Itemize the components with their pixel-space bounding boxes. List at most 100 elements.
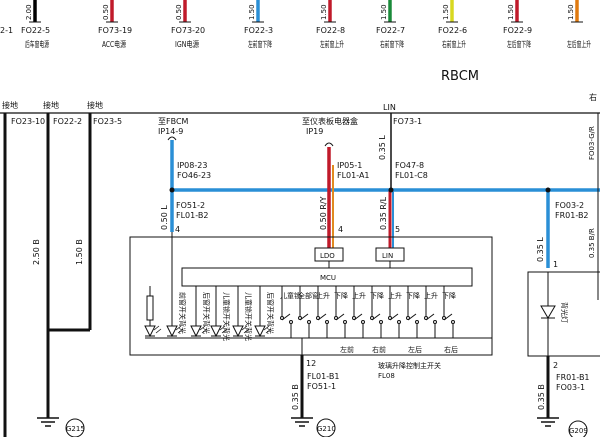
- switch-contact-8: 下降: [406, 286, 420, 338]
- switch-contact-10: 下降: [442, 286, 456, 338]
- top-wire-9: 1.50 左后窗上升: [567, 0, 591, 49]
- ground-symbol-g215: [37, 417, 85, 437]
- backlight-label: 背光灯: [560, 302, 569, 323]
- right-code-4: FO03-1: [556, 383, 585, 392]
- top-wire-spec: 1.50: [248, 4, 256, 20]
- top-wire-label: 右前窗上升: [442, 39, 466, 49]
- backlight-led: [540, 272, 556, 356]
- bottom-code-2: FO51-1: [307, 382, 336, 391]
- ldo-label: LDO: [320, 252, 335, 260]
- lin-top-label: LIN: [383, 103, 396, 112]
- ground-symbol-g209: [537, 417, 588, 437]
- top-wire-spec: 1.50: [442, 4, 450, 20]
- lin-code-2: FO47-8: [395, 161, 424, 170]
- top-wire-code: FO22-5: [21, 26, 50, 35]
- ground-label-2: 接地: [43, 100, 59, 110]
- switch-bottom-label: 右前: [372, 345, 386, 354]
- switch-contact-label: 上升: [424, 291, 438, 300]
- right-pin-2: 2: [553, 361, 558, 370]
- ground-g209-label: G209: [569, 427, 588, 435]
- switch-resistor: [146, 295, 154, 321]
- mcu-box: [181, 267, 473, 287]
- top-wire-code: FO22-9: [503, 26, 532, 35]
- switch-contact-label: 下降: [334, 291, 348, 300]
- switch-contact-label: 下降: [370, 291, 384, 300]
- switch-contact-label: 上升: [316, 291, 330, 300]
- top-wire-label: 左前窗下降: [248, 39, 272, 49]
- dash-title: 至仪表板电器盒: [302, 116, 358, 126]
- right-device-box: [527, 271, 600, 357]
- fbcm-arrow: [167, 136, 177, 141]
- junction-lin: [388, 187, 394, 193]
- window-switch-box: [129, 236, 493, 356]
- ground-connector-3: FO23-5: [93, 117, 122, 126]
- switch-bottom-label: 右后: [444, 345, 458, 354]
- switch-vert-label: 后窗开关背光: [202, 292, 211, 334]
- switch-name: 玻璃升降控制主开关: [378, 361, 441, 370]
- lin-box-label: LIN: [382, 252, 393, 260]
- switch-pin-bottom: 12: [306, 359, 316, 368]
- dash-code-1: IP05-1: [337, 161, 362, 170]
- switch-contact-5: 上升: [352, 286, 366, 338]
- left-branch-spec: 0.50 L: [160, 205, 169, 230]
- ground-g215-label: G215: [66, 425, 85, 433]
- switch-code: FL08: [378, 372, 395, 380]
- switch-contact-label: 下降: [406, 291, 420, 300]
- partial-right-spec: 0.35 B/R: [588, 228, 596, 258]
- switch-contact-4: 下降: [334, 286, 348, 338]
- ground-label-3: 接地: [87, 100, 103, 110]
- fbcm-connector: IP14-9: [158, 127, 183, 136]
- junction-right: [545, 187, 551, 193]
- top-wire-label: 左前窗上升: [320, 39, 344, 49]
- top-wire-label: 左后窗下降: [507, 39, 531, 49]
- top-wire-label: 右前窗下降: [380, 39, 404, 49]
- right-code-2: FR01-B2: [555, 211, 589, 220]
- lin-wire-spec: 0.35 R/L: [379, 196, 388, 230]
- top-wire-group: 2.00FO22-5后车窗电源0.50FO73-19ACC电源0.50FO73-…: [21, 0, 591, 49]
- switch-contact-label: 上升: [352, 291, 366, 300]
- switch-vert-label: 前窗开关背光: [178, 292, 187, 334]
- switch-vert-label: 后窗开关背光: [266, 292, 275, 334]
- top-wire-spec: 1.50: [567, 4, 575, 20]
- right-pin-1: 1: [553, 260, 558, 269]
- switch-led-3: [190, 286, 208, 338]
- bottom-code-1: FL01-B1: [307, 372, 339, 381]
- top-wire-code: FO73-20: [171, 26, 205, 35]
- top-wire-label: 左后窗上升: [567, 39, 591, 49]
- switch-contact-9: 上升: [424, 286, 438, 338]
- partial-right-label: 右: [589, 92, 597, 102]
- ground-connector-2: FO22-2: [53, 117, 82, 126]
- switch-internals: 前窗开关背光后窗开关背光儿童锁开关背光儿童锁开关背光后窗开关背光儿童锁全部窗上升…: [144, 232, 492, 355]
- switch-bottom-label: 左后: [408, 345, 422, 354]
- switch-contact-label: 上升: [388, 291, 402, 300]
- top-wire-label: 后车窗电源: [25, 39, 49, 49]
- ground-label-1: 接地: [2, 100, 18, 110]
- switch-contact-7: 上升: [388, 286, 402, 338]
- switch-contact-label: 儿童锁: [280, 291, 301, 300]
- switch-vert-label: 儿童锁开关背光: [244, 292, 253, 341]
- top-wire-code: FO22-7: [376, 26, 405, 35]
- top-wire-spec: 0.50: [175, 4, 183, 20]
- switch-vert-label: 儿童锁开关背光: [222, 292, 231, 341]
- ground-connector-1: FO23-10: [11, 117, 45, 126]
- left-branch-code-1: FO51-2: [176, 201, 205, 210]
- partial-top-left: 2-1: [0, 26, 13, 35]
- lin-connector-code: FO73-1: [393, 117, 422, 126]
- right-code-1: FO03-2: [555, 201, 584, 210]
- mcu-label: MCU: [320, 274, 336, 282]
- top-wire-label: IGN电源: [175, 39, 199, 49]
- switch-led-6: [254, 286, 272, 338]
- right-spec: 0.35 L: [536, 237, 545, 262]
- top-wire-spec: 2.00: [25, 4, 33, 20]
- dash-wire-spec: 0.50 R/Y: [319, 196, 328, 230]
- top-wire-code: FO22-3: [244, 26, 273, 35]
- fbcm-code-1: IP08-23: [177, 161, 207, 170]
- switch-contact-3: 上升: [316, 286, 330, 338]
- top-wire-code: FO22-8: [316, 26, 345, 35]
- ground-wire-2-spec: 2.50 B: [32, 239, 41, 265]
